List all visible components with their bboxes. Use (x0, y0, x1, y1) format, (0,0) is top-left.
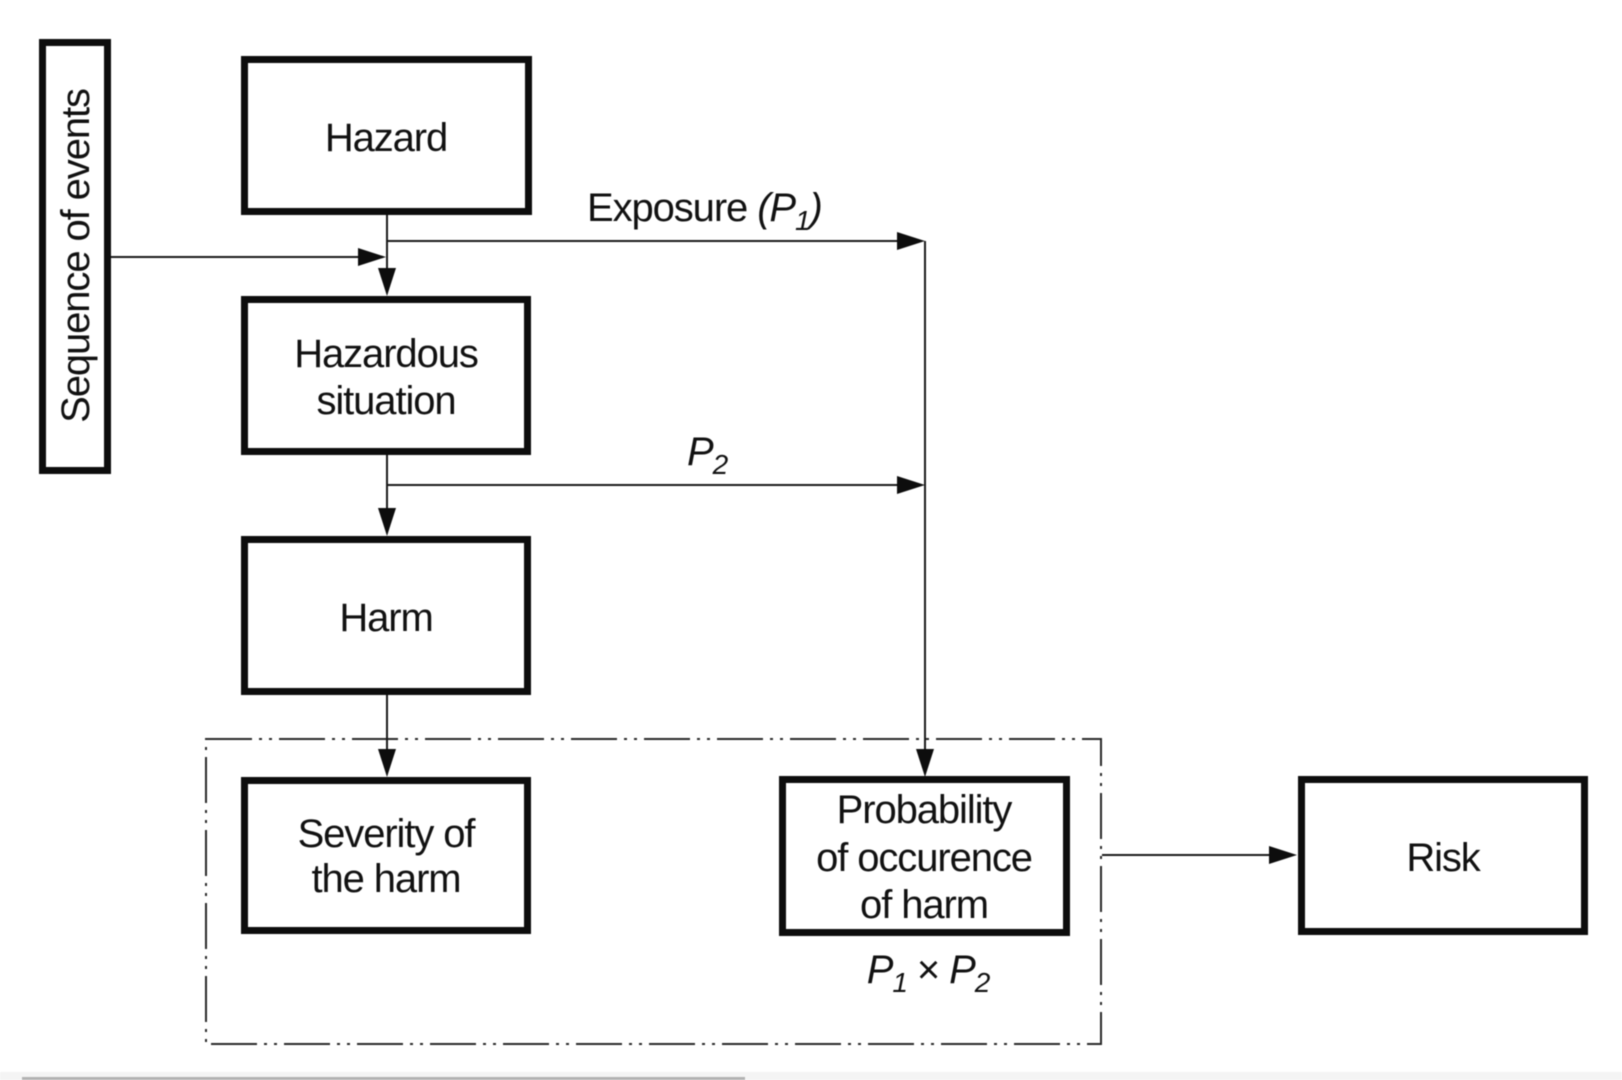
svg-text:Harm: Harm (339, 596, 432, 640)
svg-text:Risk: Risk (1406, 836, 1481, 880)
svg-text:Exposure (P1): Exposure (P1) (587, 186, 822, 236)
svg-text:Probability: Probability (837, 788, 1013, 832)
svg-text:Hazard: Hazard (325, 116, 447, 160)
svg-text:Sequence of events: Sequence of events (54, 89, 98, 423)
svg-text:P1 × P2: P1 × P2 (867, 948, 991, 998)
svg-text:Hazardous: Hazardous (294, 332, 478, 376)
svg-text:of occurence: of occurence (816, 836, 1032, 880)
svg-text:Severity of: Severity of (298, 812, 477, 856)
svg-text:situation: situation (316, 379, 455, 423)
svg-text:P2: P2 (687, 430, 729, 480)
svg-text:of harm: of harm (860, 883, 988, 927)
svg-text:the harm: the harm (311, 857, 460, 901)
